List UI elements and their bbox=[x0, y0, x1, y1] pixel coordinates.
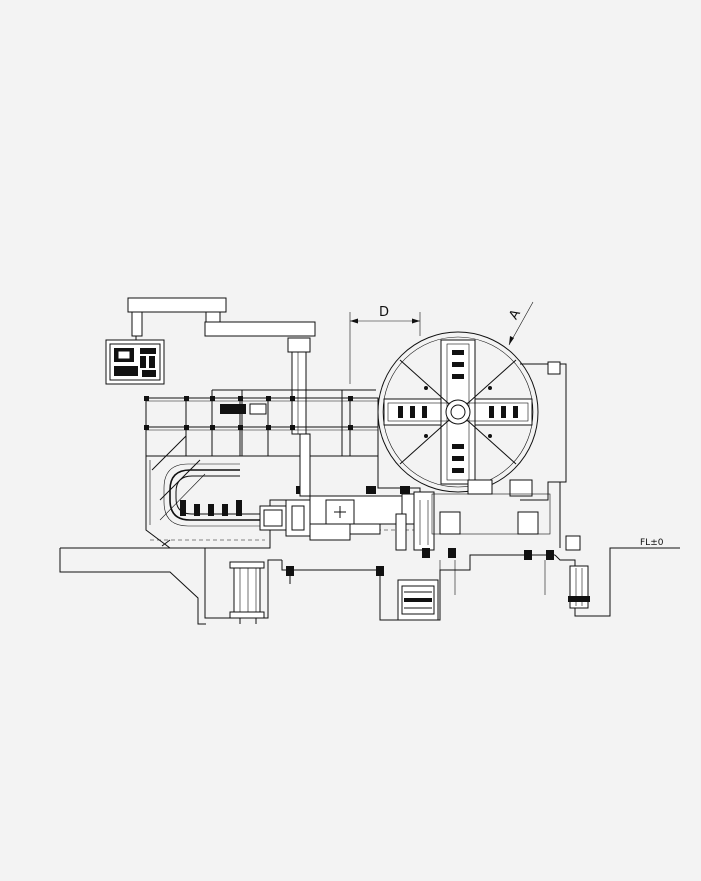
cable-chain bbox=[163, 463, 262, 527]
dimension-a: A bbox=[506, 301, 534, 346]
control-panel bbox=[105, 339, 165, 385]
dimension-label-a: A bbox=[506, 307, 523, 322]
footing-right bbox=[568, 565, 590, 609]
pendant-arm bbox=[127, 297, 316, 435]
footing-left bbox=[229, 561, 265, 624]
anchor-bolts bbox=[286, 548, 554, 584]
guard-frame bbox=[144, 389, 379, 457]
dimension-label-d: D bbox=[379, 305, 389, 320]
spindle-drive bbox=[259, 433, 417, 541]
footing-center bbox=[397, 579, 439, 621]
floor-level-marker: FL±0 bbox=[610, 538, 680, 549]
dimension-d: D bbox=[349, 305, 421, 384]
faceplate-chuck bbox=[377, 331, 539, 493]
headstock-housing bbox=[395, 491, 435, 551]
headstock-body bbox=[431, 361, 581, 551]
floor-level-label: FL±0 bbox=[640, 538, 664, 548]
